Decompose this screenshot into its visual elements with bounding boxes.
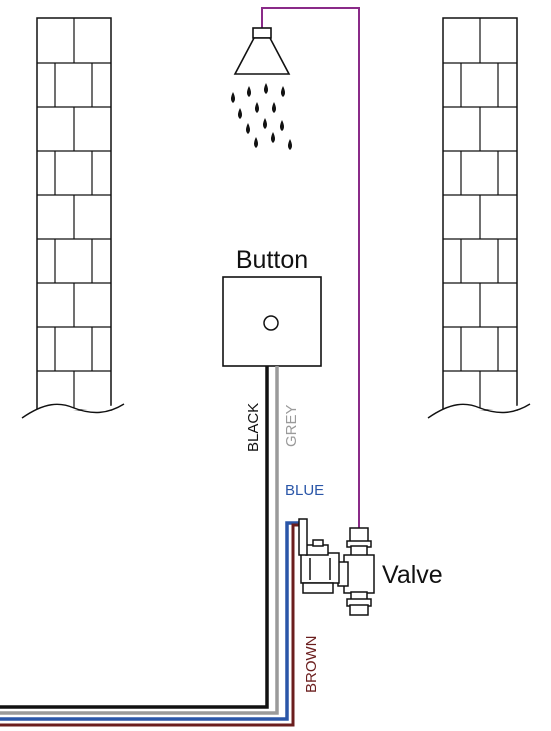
water-drop-icon [231,83,292,150]
left-brick-wall [36,17,112,411]
purple-water-pipe [261,7,360,530]
grey-wire [0,366,279,715]
right-wall-break [427,403,531,419]
brown-wire-label: BROWN [303,636,320,694]
blue-wire-label: BLUE [285,482,324,499]
blue-wire [0,521,299,721]
button-label: Button [236,246,308,274]
shower-head-icon [233,27,291,75]
right-brick-wall [442,17,518,411]
brown-wire [0,523,305,727]
left-wall-break [21,403,125,419]
black-wire [0,366,269,709]
grey-wire-label: GREY [283,404,300,447]
black-wire-label: BLACK [245,403,262,452]
solenoid-valve-icon[interactable] [298,518,375,616]
valve-label: Valve [382,561,443,589]
push-button-icon[interactable] [222,276,322,367]
